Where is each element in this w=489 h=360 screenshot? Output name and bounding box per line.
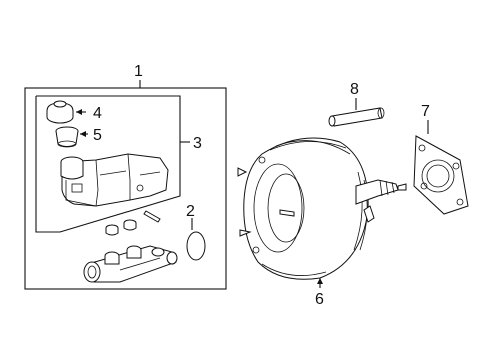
callout-2: 2 [186,203,195,220]
o-ring [186,218,206,261]
callout-6: 6 [315,291,324,308]
reservoir-subbox [35,95,190,233]
reservoir-pin [143,210,161,223]
vacuum-hose [328,98,385,127]
reservoir-filter [55,126,88,148]
callout-1: 1 [134,63,143,80]
grommets [105,219,137,236]
reservoir-cap [46,100,86,124]
callout-8: 8 [350,81,359,98]
callout-5: 5 [93,127,102,144]
callout-3: 3 [193,135,202,152]
callout-7: 7 [421,103,430,120]
callout-4: 4 [93,105,102,122]
assembly-box [24,80,227,290]
reservoir-tank [60,153,169,207]
master-cylinder [83,245,178,283]
booster-gasket [413,120,469,215]
brake-booster [237,137,407,288]
